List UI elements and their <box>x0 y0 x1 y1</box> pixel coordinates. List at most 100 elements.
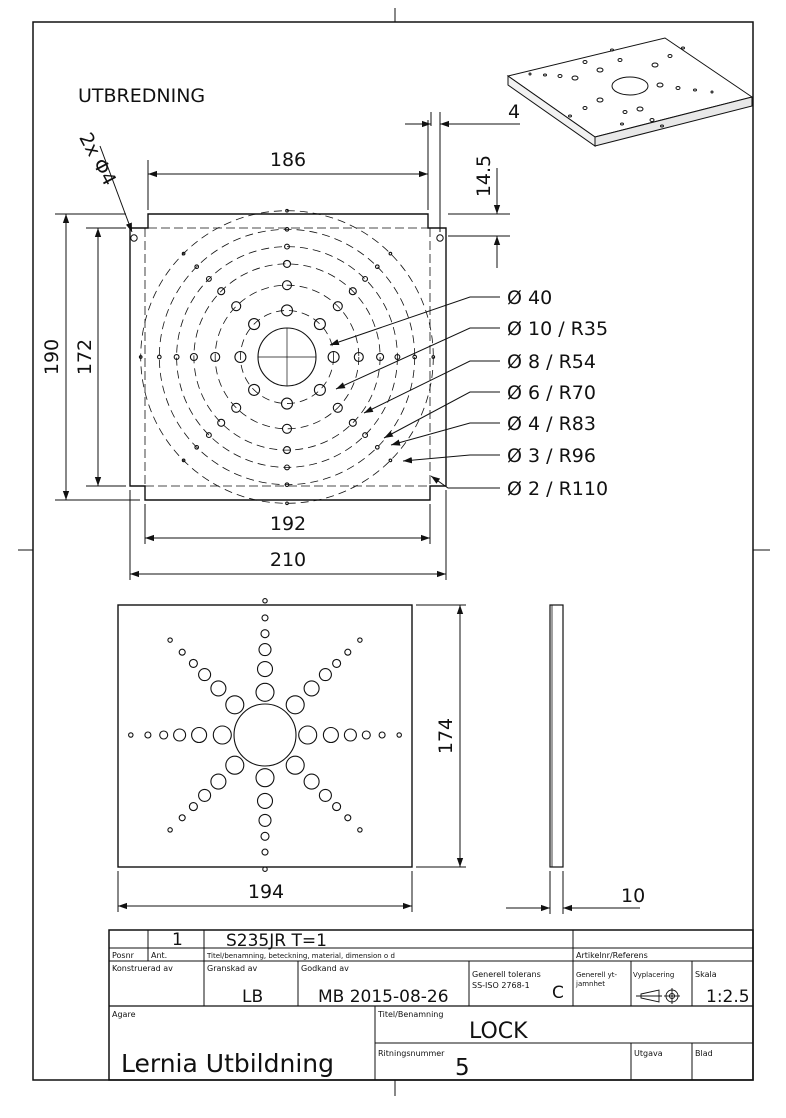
ritningsnummer-label: Ritningsnummer <box>378 1049 445 1058</box>
front-hole <box>225 755 245 775</box>
flat-hole <box>284 243 290 250</box>
front-hole <box>361 730 371 740</box>
front-hole <box>396 732 402 738</box>
flat-hole <box>282 446 292 455</box>
dim-width-top: 186 <box>270 149 306 171</box>
blad-label: Blad <box>695 1049 713 1058</box>
front-hole <box>198 668 212 682</box>
bolt-circle <box>158 228 416 486</box>
godkand-label: Godkand av <box>301 964 349 973</box>
ytjamnhet-label-1: Generell yt- <box>576 971 618 979</box>
flat-hole <box>313 383 326 396</box>
flat-hole <box>205 432 212 439</box>
front-hole <box>357 827 363 833</box>
front-hole <box>344 648 352 656</box>
front-hole <box>212 725 232 745</box>
front-hole <box>178 648 186 656</box>
front-hole <box>261 614 269 622</box>
front-hole <box>198 788 212 802</box>
front-hole <box>378 731 386 739</box>
flat-hole <box>332 402 343 413</box>
front-hole <box>344 814 352 822</box>
center-cross <box>258 328 316 386</box>
callout-d2-r110: Ø 2 / R110 <box>507 478 608 500</box>
callout-labels: Ø 40 Ø 10 / R35 Ø 8 / R54 Ø 6 / R70 Ø 4 … <box>507 287 608 500</box>
flat-hole <box>194 444 200 450</box>
dim-side-thickness: 10 <box>621 885 645 907</box>
callout-leaders <box>329 296 500 489</box>
isometric-view <box>506 37 754 147</box>
tolerans-std: SS-ISO 2768-1 <box>472 981 530 990</box>
flat-hole <box>284 226 290 232</box>
flat-hole <box>231 402 242 413</box>
flat-hole <box>217 287 226 296</box>
tolerans-label: Generell tolerans <box>472 970 541 979</box>
front-hole <box>255 768 275 788</box>
front-view-holes <box>128 598 402 872</box>
callout-d3-r96: Ø 3 / R96 <box>507 445 596 467</box>
callout-d10-r35: Ø 10 / R35 <box>507 318 608 340</box>
front-hole <box>210 680 227 697</box>
titel-label: Titel/Benamning <box>377 1010 443 1019</box>
front-hole <box>188 658 198 668</box>
flat-hole <box>281 280 293 291</box>
flat-hole <box>376 352 385 362</box>
ytjamnhet-label-2: jamnhet <box>575 980 605 988</box>
front-hole <box>173 728 187 742</box>
flat-hole <box>374 444 380 450</box>
corner-hole-right <box>436 234 444 242</box>
flat-hole <box>248 383 261 396</box>
flat-hole <box>280 304 294 317</box>
dim-flange-offset: 14.5 <box>473 155 495 197</box>
flat-hole <box>362 432 369 439</box>
center-marks <box>18 8 770 1096</box>
bolt-circle <box>193 263 381 451</box>
center-hole <box>233 703 297 767</box>
front-hole <box>256 792 274 809</box>
flat-hole <box>194 264 200 270</box>
front-hole <box>159 730 169 740</box>
agare-label: Agare <box>112 1010 136 1019</box>
artikel-header: Artikelnr/Referens <box>576 951 648 960</box>
front-dimensions <box>117 604 466 912</box>
front-hole <box>298 725 318 745</box>
flat-hole <box>332 301 343 312</box>
dim-height-outer: 190 <box>41 339 63 375</box>
bend-lines <box>144 227 431 487</box>
flat-hole <box>348 287 357 296</box>
flat-hole <box>210 351 221 363</box>
bolt-circle <box>240 310 334 404</box>
skala-value: 1:2.5 <box>706 987 750 1007</box>
titel-value: LOCK <box>469 1019 528 1044</box>
flat-hole <box>173 354 180 360</box>
ant-label: Ant. <box>151 951 167 960</box>
iso-thickness-dim <box>405 112 520 128</box>
flat-hole <box>284 482 290 488</box>
front-hole <box>357 637 363 643</box>
front-hole <box>260 629 270 639</box>
skala-label: Skala <box>695 970 717 979</box>
flat-hole <box>282 259 292 268</box>
tolerance-symbol <box>636 988 680 1004</box>
flat-hole <box>234 350 247 364</box>
front-hole <box>255 682 275 702</box>
tolerans-class: C <box>552 983 564 1003</box>
front-hole <box>167 827 173 833</box>
front-hole <box>318 668 332 682</box>
dim-width-inner: 192 <box>270 513 306 535</box>
front-hole <box>322 726 339 744</box>
dim-height-inner: 172 <box>74 339 96 375</box>
side-view-outline <box>549 604 564 868</box>
iso-thickness-label: 4 <box>508 101 520 123</box>
flat-hole <box>394 354 401 360</box>
dim-front-height: 174 <box>435 718 457 754</box>
flat-hole <box>248 318 261 331</box>
front-hole <box>191 726 208 744</box>
front-hole <box>332 658 342 668</box>
vyplacering-label: Vyplacering <box>633 971 674 979</box>
bolt-circle <box>140 210 434 504</box>
front-hole <box>188 802 198 812</box>
front-hole <box>128 732 134 738</box>
front-hole <box>167 637 173 643</box>
dim-front-width: 194 <box>248 881 284 903</box>
